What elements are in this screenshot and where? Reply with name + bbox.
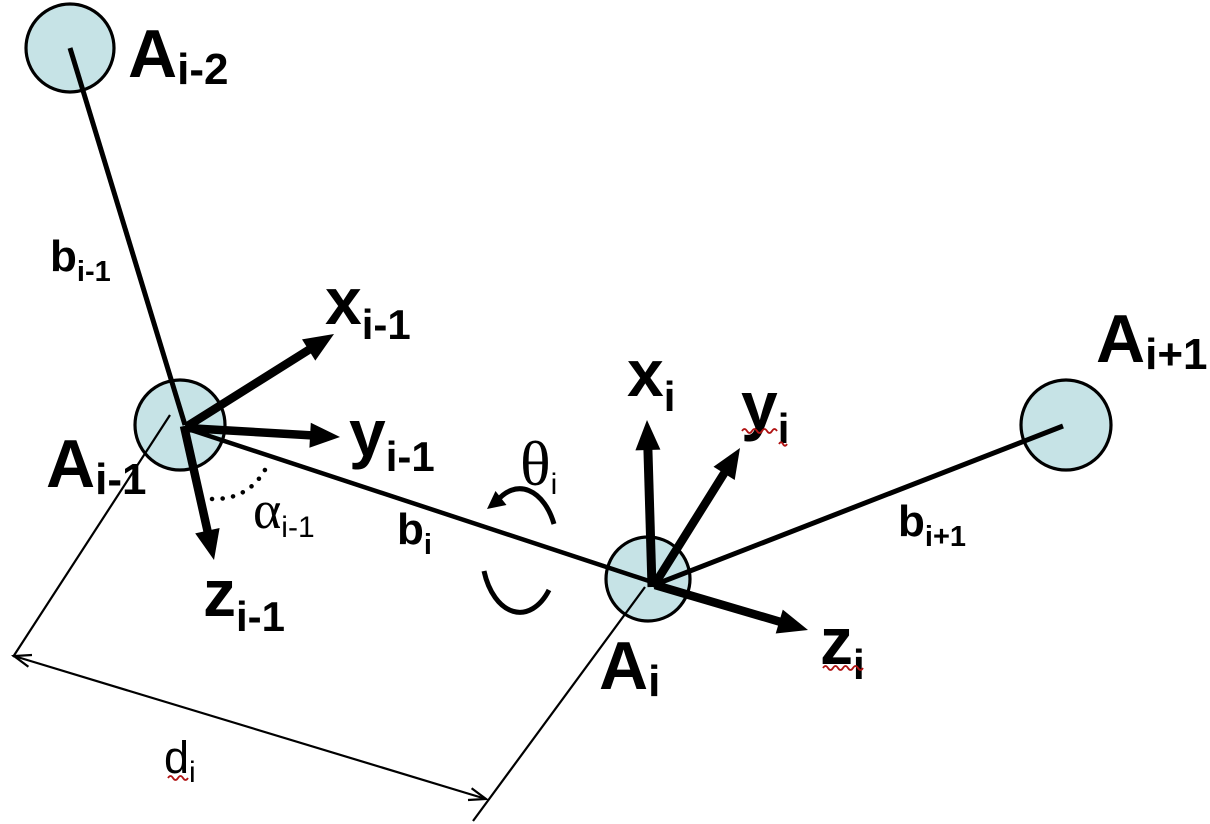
label-axis-z-i-minus-1: zi-1 (203, 556, 286, 640)
label-distance-d-i: di (164, 732, 196, 789)
axis-arrow-y-i-minus-1 (185, 422, 340, 448)
axis-arrow-z-i-minus-1 (179, 425, 220, 560)
label-atom-a-i-plus-1: Ai+1 (1096, 301, 1208, 380)
bond-line-b-i-minus-1 (67, 47, 188, 426)
label-bond-b-i: bi (397, 505, 432, 562)
label-axis-y-i: yi (741, 368, 790, 452)
label-atom-a-i-minus-2: Ai-2 (128, 16, 229, 95)
label-angle-theta-i: θi (520, 428, 558, 501)
bond-line-b-i-plus-1 (653, 423, 1064, 588)
extension-line-left (12, 414, 171, 658)
axis-arrow-y-i (649, 448, 740, 590)
label-axis-x-i-minus-1: xi-1 (325, 264, 411, 348)
extension-line-right (472, 586, 646, 822)
atom-node-a-i-plus-1 (1019, 378, 1113, 472)
dimension-arrow-d-i (10, 653, 490, 802)
axis-arrow-x-i (635, 420, 661, 588)
label-axis-x-i: xi (627, 336, 676, 420)
label-bond-b-i-minus-1: bi-1 (50, 232, 111, 289)
label-atom-a-i-minus-1: Ai-1 (46, 426, 147, 505)
label-bond-b-i-plus-1: bi+1 (898, 497, 967, 554)
label-angle-alpha-i-minus-1: αi-1 (253, 480, 315, 544)
rotation-arrow-theta (481, 486, 557, 615)
label-axis-z-i: zi (820, 604, 865, 688)
alpha-angle-dotted-arc (209, 459, 272, 502)
axis-arrow-x-i-minus-1 (183, 334, 334, 431)
label-axis-y-i-minus-1: yi-1 (349, 396, 435, 480)
atom-node-a-i-minus-1 (133, 378, 227, 472)
axis-arrow-z-i (653, 580, 808, 634)
label-atom-a-i: Ai (599, 628, 661, 707)
bond-line-b-i (187, 426, 650, 584)
